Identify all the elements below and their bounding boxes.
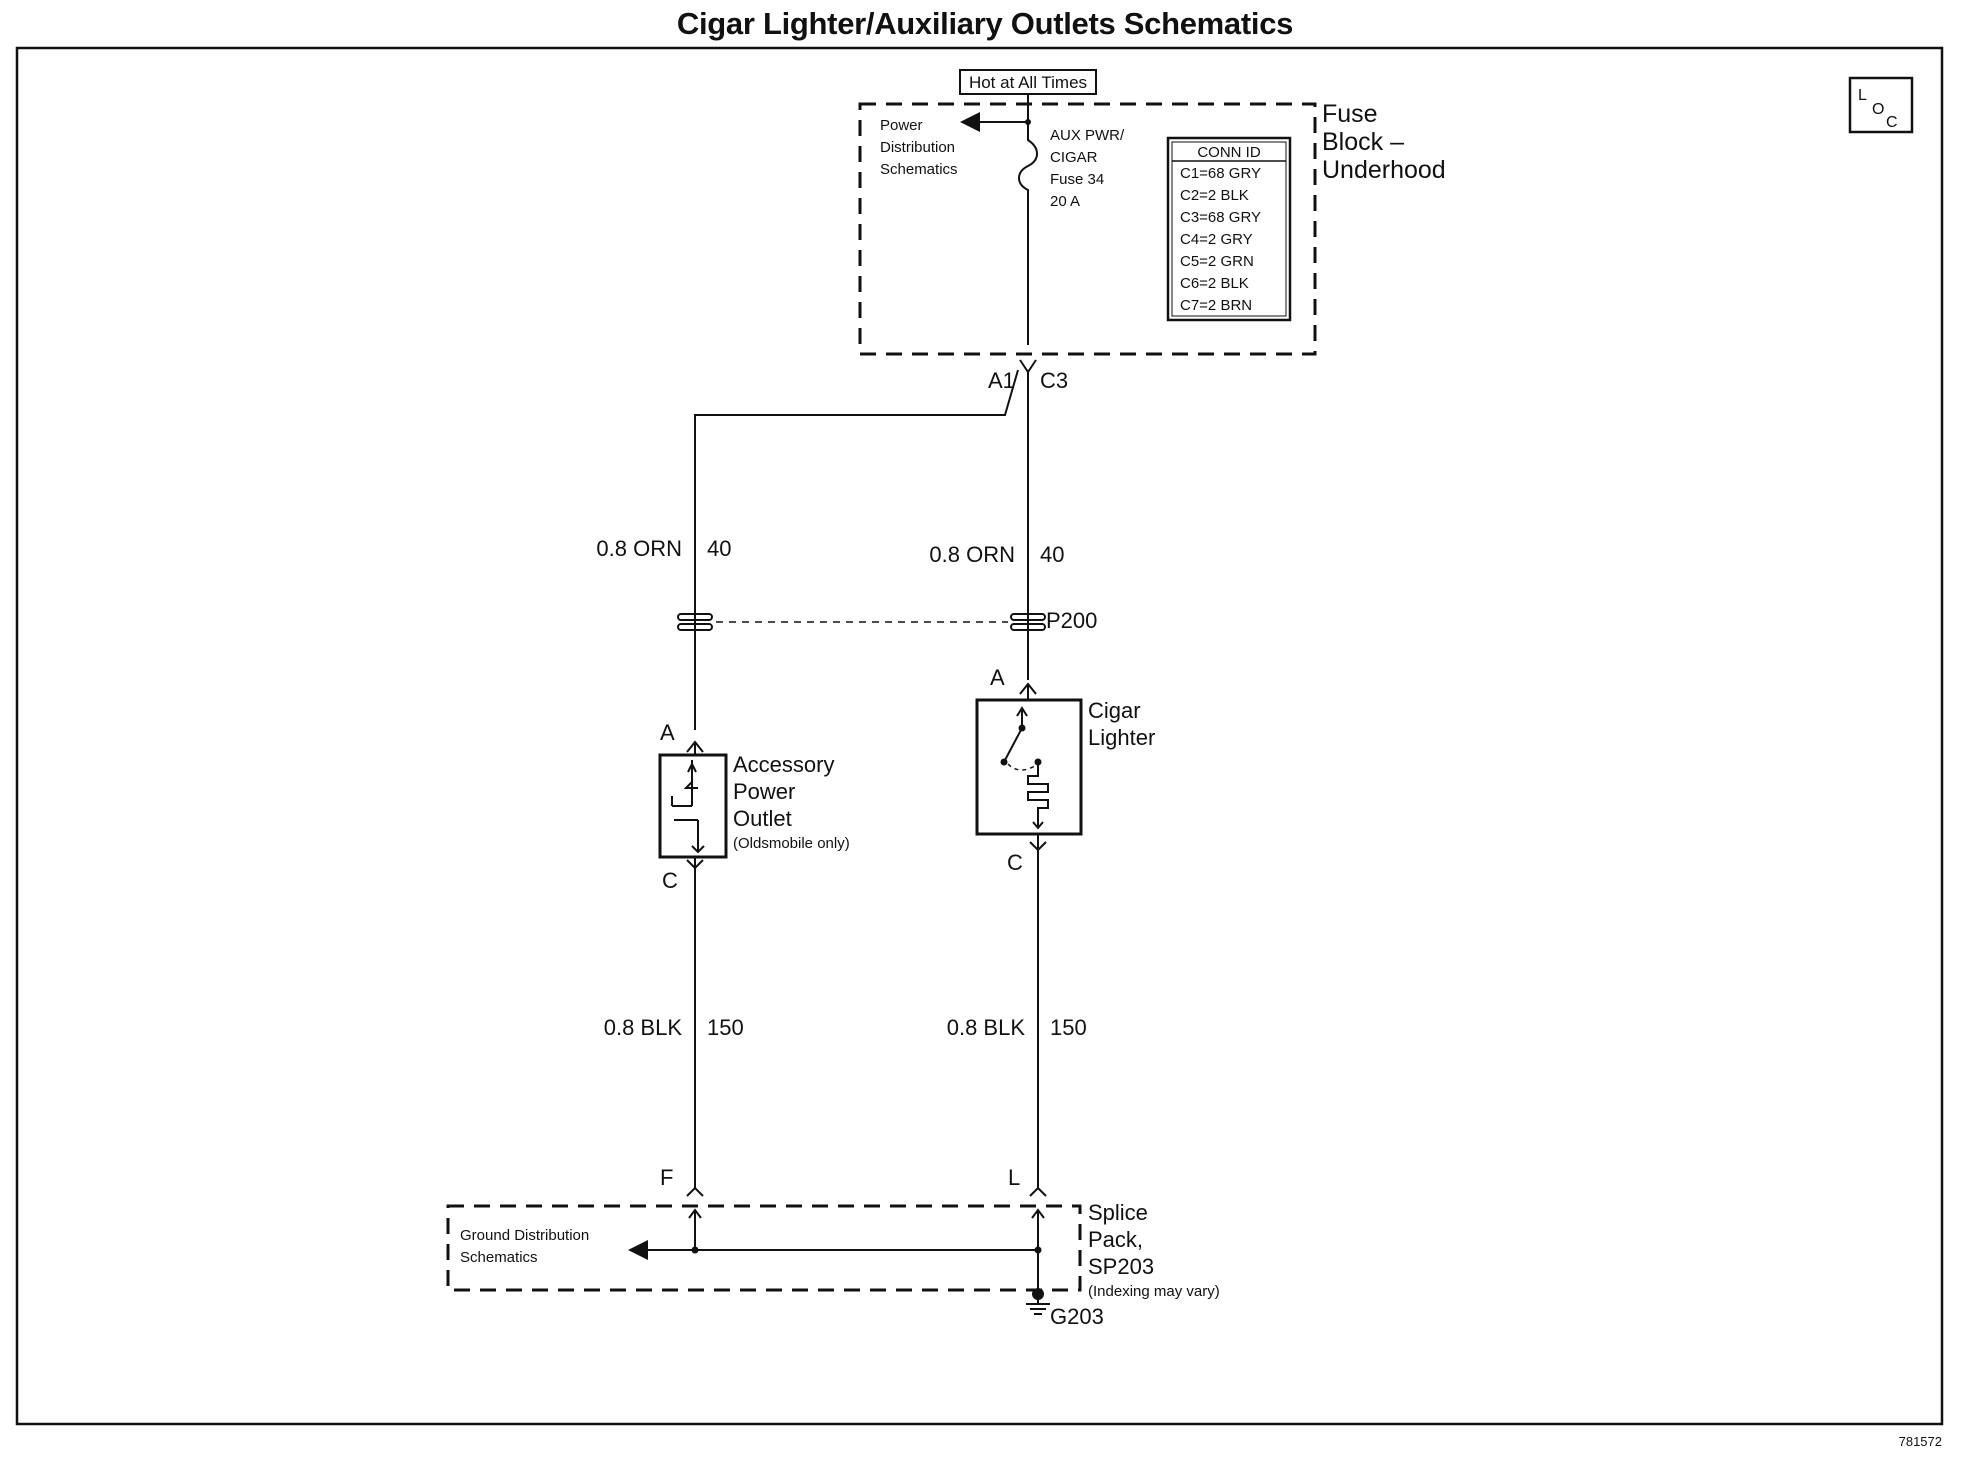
right-upper-wire-circuit: 40: [1040, 542, 1064, 567]
right-lower-wire-size: 0.8 BLK: [947, 1015, 1026, 1040]
accessory-outlet-note: (Oldsmobile only): [733, 835, 850, 852]
cigar-lighter-pin-a: A: [990, 665, 1005, 690]
splice-pin-f: F: [660, 1165, 673, 1190]
hot-at-all-times-label: Hot at All Times: [969, 73, 1087, 92]
accessory-outlet-pin-c: C: [662, 868, 678, 893]
right-upper-wire-size: 0.8 ORN: [929, 542, 1015, 567]
conn-id-item: C7=2 BRN: [1180, 297, 1252, 314]
accessory-power-outlet: A Accessory Power Outlet (Oldsmobile onl…: [658, 720, 850, 893]
splice-pack-sp203: F L Ground Distribution Schematics Splic…: [446, 1165, 1220, 1329]
drawing-frame: [15, 46, 1944, 1426]
conn-id-item: C3=68 GRY: [1180, 209, 1261, 226]
fuse-label-line4: 20 A: [1050, 193, 1080, 210]
conn-id-title: CONN ID: [1197, 144, 1261, 161]
splice-pack-note: (Indexing may vary): [1088, 1283, 1220, 1300]
left-upper-wire-circuit: 40: [707, 536, 731, 561]
fuse-label-line3: Fuse 34: [1050, 171, 1104, 188]
ground-distribution-line1: Ground Distribution: [460, 1227, 589, 1244]
cigar-lighter-name-line1: Cigar: [1088, 698, 1141, 723]
accessory-outlet-name-line3: Outlet: [733, 806, 792, 831]
left-lower-wire-circuit: 150: [707, 1015, 744, 1040]
conn-id-item: C1=68 GRY: [1180, 165, 1261, 182]
cigar-lighter: A Cigar Lighter C: [975, 665, 1155, 875]
fuse-block-underhood: Hot at All Times Power Distribution Sche…: [858, 69, 1446, 356]
connector-a1-c3: A1 C3: [988, 359, 1068, 393]
conn-id-item: C2=2 BLK: [1180, 187, 1249, 204]
conn-id-item: C4=2 GRY: [1180, 231, 1253, 248]
cigar-lighter-pin-c: C: [1007, 850, 1023, 875]
left-lower-wire-size: 0.8 BLK: [604, 1015, 683, 1040]
ground-label-g203: G203: [1050, 1304, 1104, 1329]
splice-pin-l: L: [1008, 1165, 1020, 1190]
power-distribution-line3: Schematics: [880, 161, 958, 178]
loc-l: L: [1858, 87, 1867, 104]
splice-pack-name-line3: SP203: [1088, 1254, 1154, 1279]
splice-pack-name-line2: Pack,: [1088, 1227, 1143, 1252]
splice-pack-boundary: [446, 1204, 1082, 1292]
pin-a1: A1: [988, 368, 1015, 393]
loc-o: O: [1872, 101, 1884, 118]
location-symbol: L O C: [1848, 76, 1914, 134]
fuse-block-name-line3: Underhood: [1322, 156, 1446, 184]
left-upper-wire-size: 0.8 ORN: [596, 536, 682, 561]
cigar-lighter-box: [975, 698, 1083, 836]
p200-label: P200: [1046, 608, 1097, 633]
right-lower-wire-circuit: 150: [1050, 1015, 1087, 1040]
ground-distribution-line2: Schematics: [460, 1249, 538, 1266]
figure-number: 781572: [1899, 1434, 1942, 1449]
fuse-block-name-line2: Block –: [1322, 128, 1404, 156]
wire-circuit-40-left: [694, 369, 1019, 730]
accessory-outlet-box: [658, 753, 728, 859]
fuse-34-icon: [1018, 122, 1038, 345]
page-title: Cigar Lighter/Auxiliary Outlets Schemati…: [676, 6, 1294, 41]
cigar-lighter-name-line2: Lighter: [1088, 725, 1155, 750]
power-distribution-line1: Power: [880, 117, 923, 134]
splice-pack-name-line1: Splice: [1088, 1200, 1148, 1225]
fuse-block-name-line1: Fuse: [1322, 100, 1378, 128]
fuse-label-line2: CIGAR: [1050, 149, 1098, 166]
fuse-block-boundary: [858, 102, 1317, 356]
ground-icon: [1026, 1288, 1050, 1315]
conn-id-item: C5=2 GRN: [1180, 253, 1254, 270]
power-distribution-line2: Distribution: [880, 139, 955, 156]
inline-connector-p200: P200: [677, 608, 1097, 633]
pin-c3: C3: [1040, 368, 1068, 393]
accessory-outlet-name-line2: Power: [733, 779, 795, 804]
conn-id-item: C6=2 BLK: [1180, 275, 1249, 292]
accessory-outlet-name-line1: Accessory: [733, 752, 834, 777]
fuse-label-line1: AUX PWR/: [1050, 127, 1125, 144]
loc-c: C: [1886, 114, 1898, 131]
accessory-outlet-pin-a: A: [660, 720, 675, 745]
conn-id-table: CONN ID C1=68 GRY C2=2 BLK C3=68 GRY C4=…: [1166, 136, 1292, 322]
hot-at-all-times-box: [959, 69, 1097, 95]
